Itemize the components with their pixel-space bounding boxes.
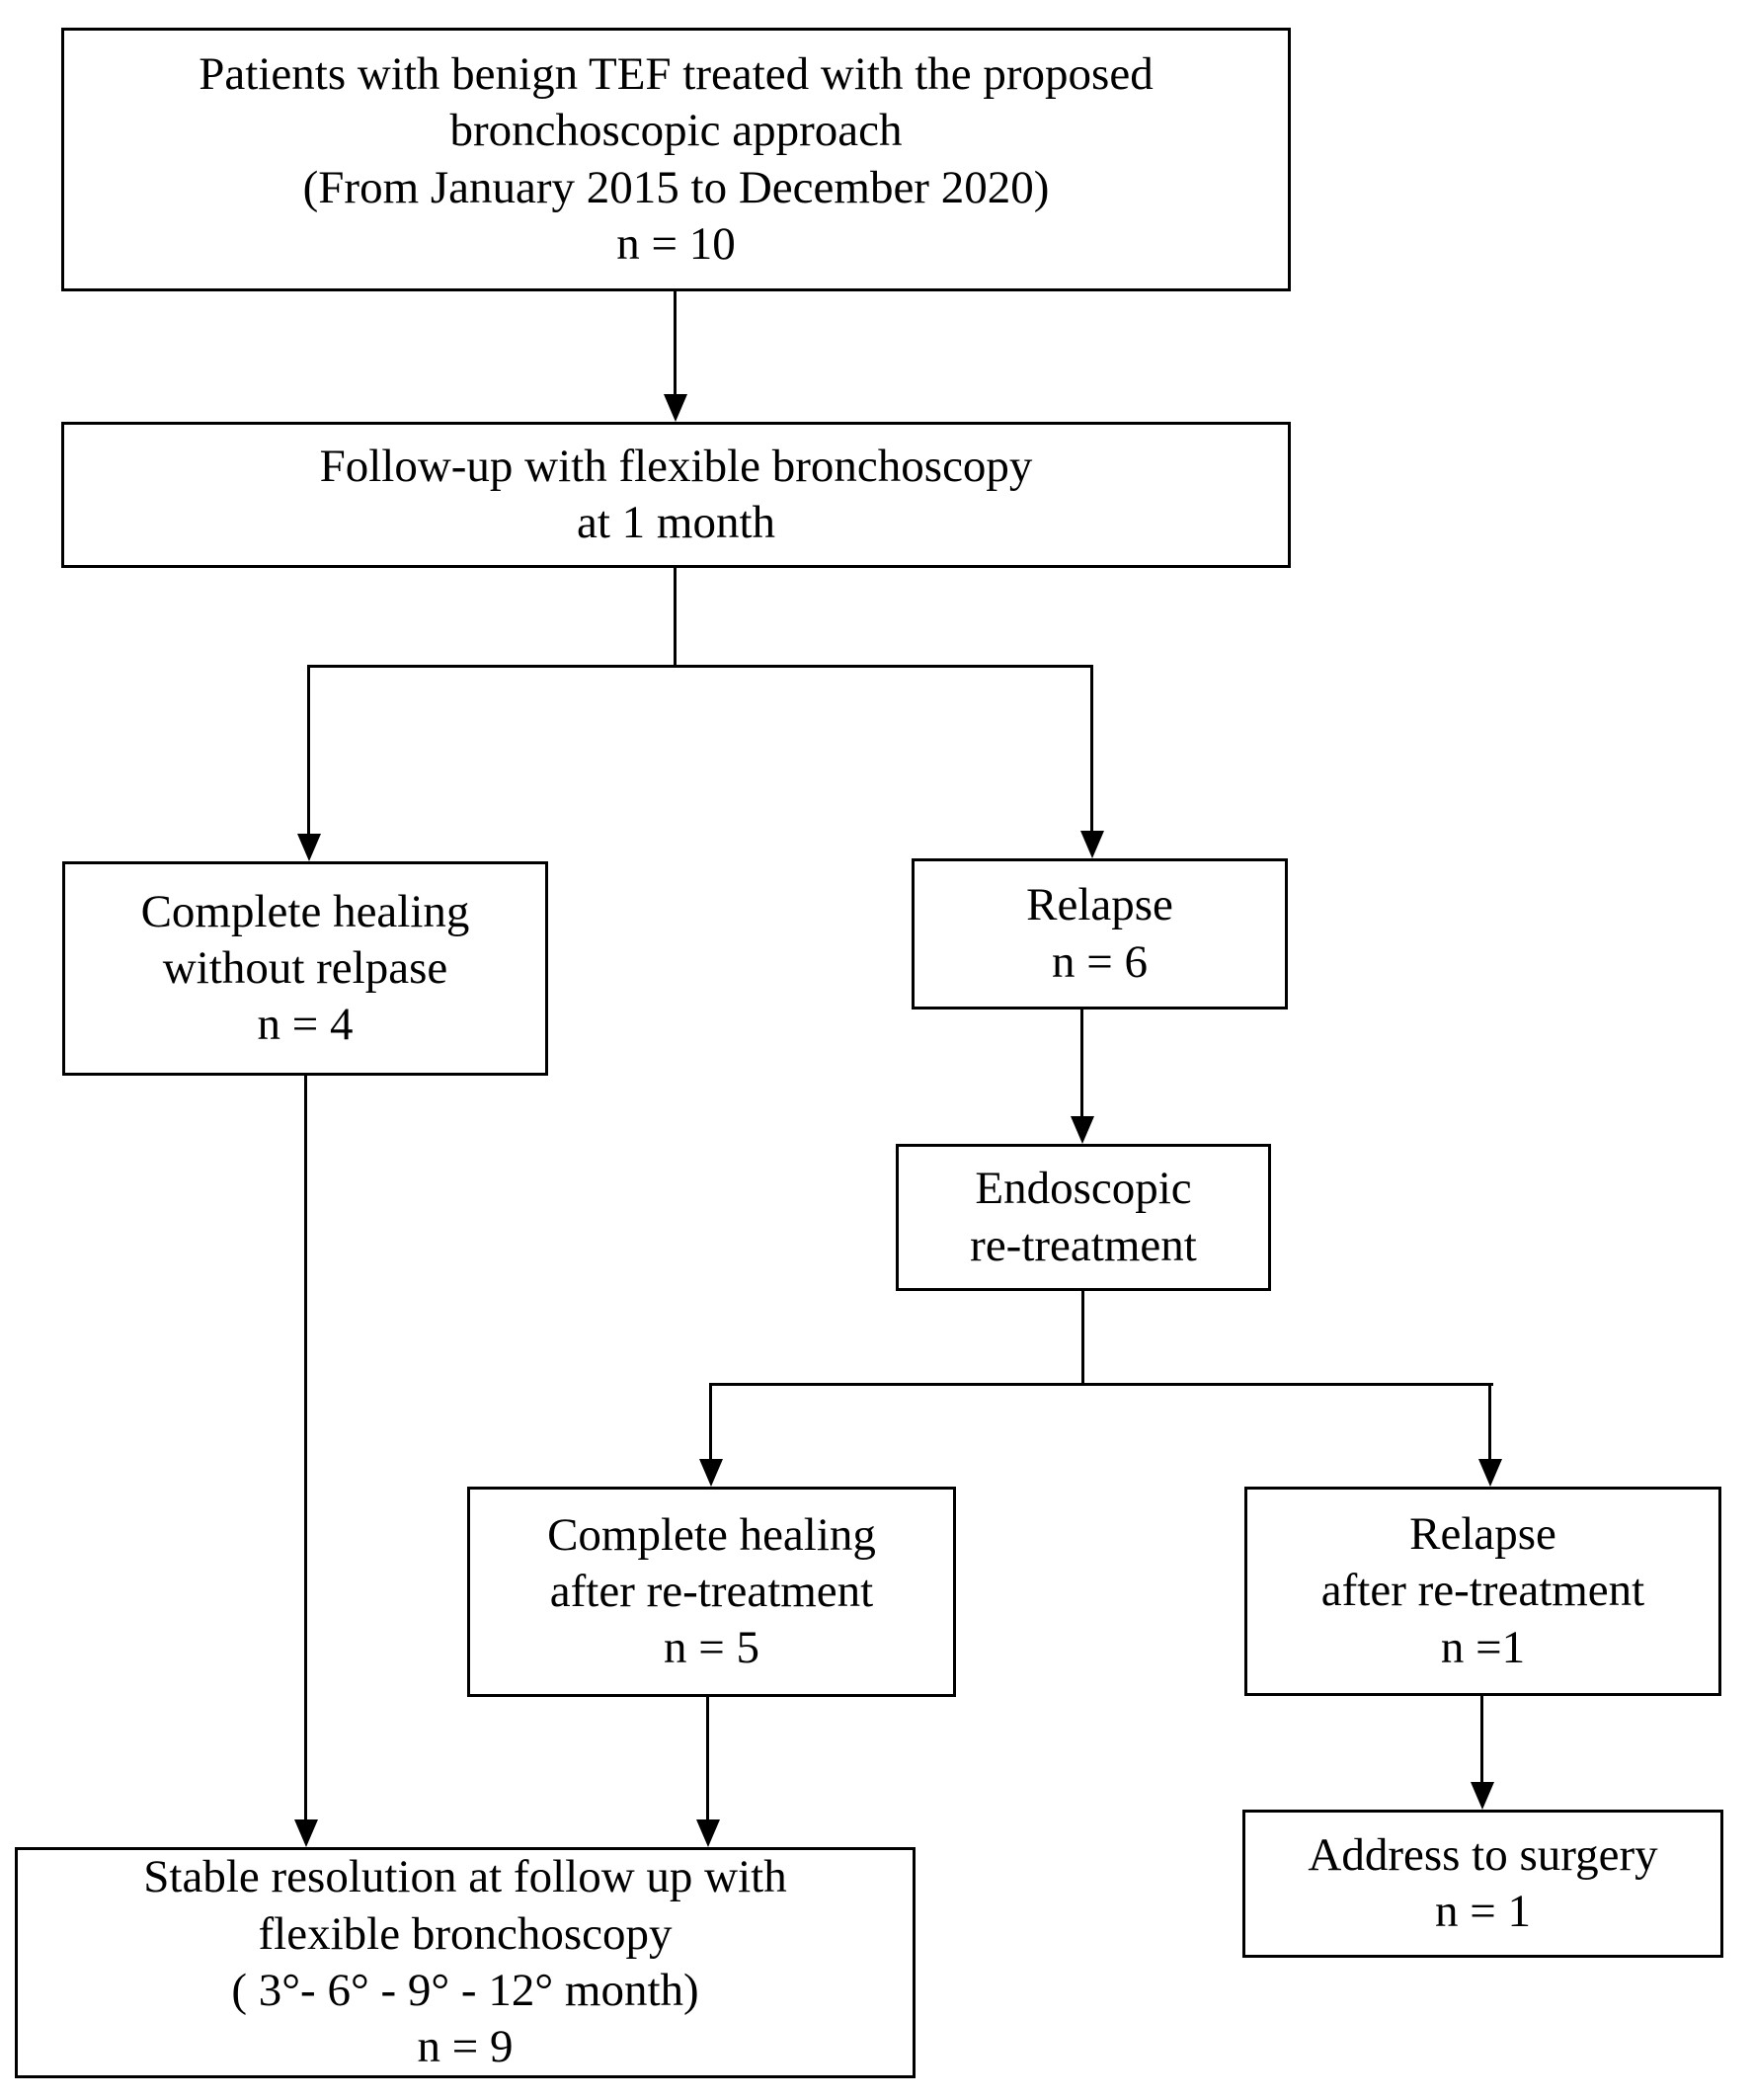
arrow-relapse-to-endoscopic-head [1071,1116,1094,1144]
node-followup-line2: at 1 month [576,497,776,548]
node-stable-line3: ( 3°- 6° - 9° - 12° month) [231,1965,699,2016]
arrow-relapse-to-endoscopic-line [1080,1010,1083,1118]
node-healing-count: n = 4 [257,999,354,1051]
arrow-healing-to-stable-head [294,1819,318,1847]
connector-endoscopic-stem [1081,1291,1084,1386]
arrow-relapse-to-surgery-head [1471,1782,1494,1810]
connector-endoscopic-split [709,1383,1493,1386]
node-healing-retreat-line1: Complete healing [547,1508,876,1561]
node-relapse: Relapse n = 6 [912,858,1288,1010]
arrow-retreat-healing-to-stable-head [696,1819,720,1847]
node-surgery-line1: Address to surgery [1308,1828,1658,1881]
arrow-patients-to-followup-line [674,291,677,394]
arrow-relapse-to-surgery-line [1480,1696,1483,1784]
node-stable-line1: Stable resolution at follow up with [143,1851,787,1903]
node-surgery-count: n = 1 [1434,1886,1531,1937]
node-stable-resolution: Stable resolution at follow up with flex… [15,1847,916,2078]
node-endoscopic-line2: re-treatment [970,1219,1197,1271]
node-relapse-retreat-line1: Relapse [1409,1508,1556,1560]
node-healing-line1: Complete healing [140,885,470,937]
node-followup-line1: Follow-up with flexible bronchoscopy [319,440,1033,492]
node-followup: Follow-up with flexible bronchoscopy at … [61,422,1291,568]
node-patients: Patients with benign TEF treated with th… [61,28,1291,291]
arrow-healing-to-stable-line [304,1076,307,1821]
arrow-followup-to-healing-line [307,665,310,836]
node-complete-healing-after-retreatment: Complete healing after re-treatment n = … [467,1487,956,1697]
arrow-retreat-healing-to-stable-line [706,1697,709,1821]
arrow-endoscopic-to-relapse-head [1478,1459,1502,1487]
node-relapse-after-retreatment: Relapse after re-treatment n =1 [1244,1487,1721,1696]
arrow-followup-to-relapse-head [1080,831,1104,858]
arrow-followup-to-relapse-line [1090,665,1093,833]
node-patients-line2: bronchoscopic approach [449,105,903,157]
node-address-to-surgery: Address to surgery n = 1 [1242,1810,1723,1958]
arrow-endoscopic-to-relapse-line [1488,1383,1491,1461]
node-patients-count: n = 10 [616,217,736,270]
arrow-patients-to-followup-head [664,394,687,422]
node-healing-retreat-count: n = 5 [663,1622,759,1674]
node-endoscopic-line1: Endoscopic [975,1163,1192,1215]
arrow-endoscopic-to-healing-line [709,1383,712,1461]
node-relapse-count: n = 6 [1051,935,1148,988]
connector-followup-stem [674,568,677,668]
node-patients-line3: (From January 2015 to December 2020) [302,161,1050,213]
node-stable-count: n = 9 [417,2021,514,2073]
node-healing-line2: without relpase [162,941,448,994]
node-patients-line1: Patients with benign TEF treated with th… [199,47,1154,100]
node-relapse-line1: Relapse [1026,879,1173,931]
node-relapse-retreat-line2: after re-treatment [1320,1565,1645,1617]
node-complete-healing-without-relapse: Complete healing without relpase n = 4 [62,861,548,1076]
node-relapse-retreat-count: n =1 [1440,1621,1526,1673]
arrow-endoscopic-to-healing-head [699,1459,723,1487]
node-healing-retreat-line2: after re-treatment [549,1565,874,1617]
connector-followup-split [307,665,1093,668]
node-stable-line2: flexible bronchoscopy [258,1907,673,1960]
arrow-followup-to-healing-head [297,834,321,861]
node-endoscopic-retreatment: Endoscopic re-treatment [896,1144,1271,1291]
